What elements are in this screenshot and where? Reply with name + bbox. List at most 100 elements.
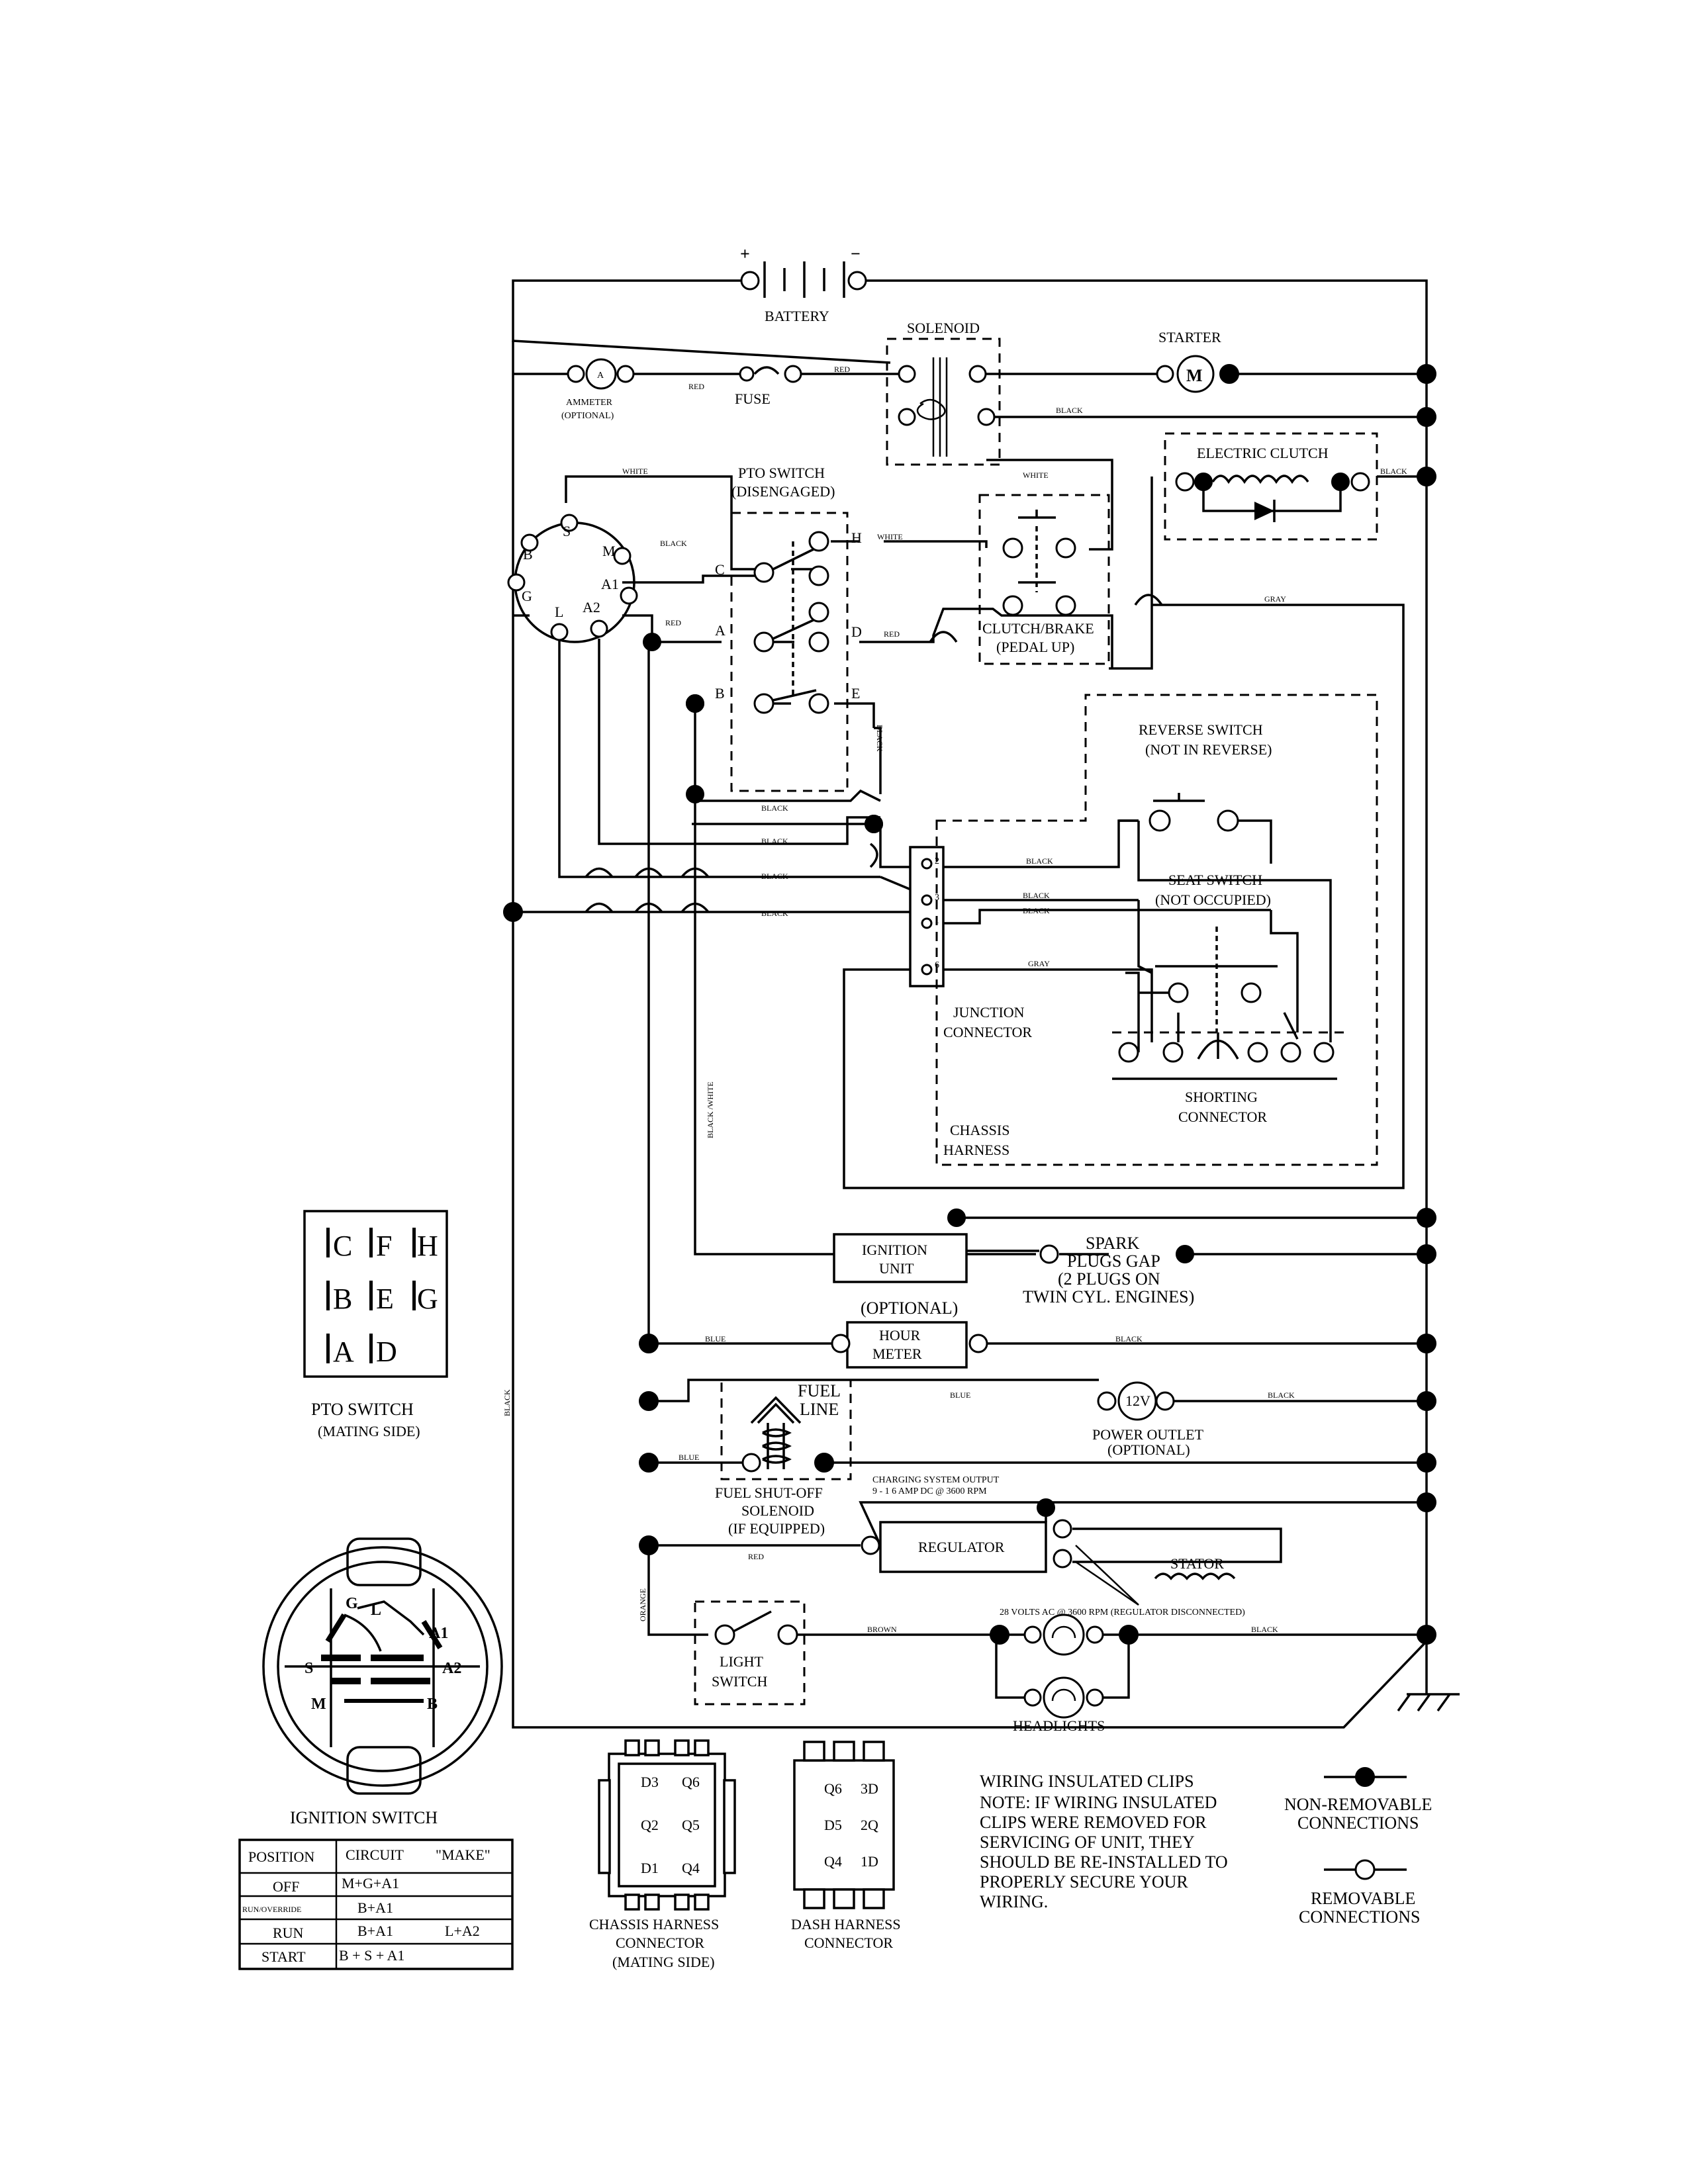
wire-label-black-11: BLACK: [1115, 1334, 1143, 1343]
pto-key-bars: [326, 1228, 416, 1363]
ign-face-b: B: [427, 1696, 438, 1713]
pto-terminal-h: H: [851, 529, 862, 546]
power-outlet-symbol: 12V: [1125, 1392, 1150, 1409]
pto-switch-label: PTO SWITCH: [738, 465, 825, 481]
solenoid: SOLENOID: [886, 320, 1001, 466]
fuel-line-label-2: LINE: [800, 1400, 839, 1419]
clutch-brake-state: (PEDAL UP): [996, 639, 1074, 655]
battery: + − BATTERY: [740, 244, 867, 324]
connection-legend: NON-REMOVABLE CONNECTIONS REMOVABLE CONN…: [1284, 1767, 1432, 1927]
pto-key-c: C: [333, 1230, 352, 1262]
wire-label-red-2: RED: [834, 365, 850, 374]
pto-terminal-c: C: [715, 561, 725, 578]
ignition-switch-circuit: S M B A1 G L A2: [507, 514, 661, 651]
shorting-connector: SHORTING CONNECTOR: [1112, 1032, 1337, 1125]
ign-terminal-l: L: [555, 604, 563, 620]
spark-plugs-label-2: PLUGS GAP: [1067, 1251, 1160, 1271]
legend-non-removable-label-2: CONNECTIONS: [1297, 1813, 1419, 1833]
ign-table-row-start-circuit: B + S + A1: [339, 1947, 404, 1964]
spark-plugs: SPARK PLUGS GAP (2 PLUGS ON TWIN CYL. EN…: [1023, 1234, 1194, 1306]
shorting-connector-label-2: CONNECTOR: [1178, 1109, 1267, 1125]
chassis-harness-connector: D3 Q6 Q2 Q5 D1 Q4 CHASSIS HARNESS CONNEC…: [589, 1739, 736, 1970]
ign-terminal-b: B: [523, 546, 533, 563]
chassis-harness-label-1: CHASSIS: [950, 1122, 1009, 1138]
pto-terminal-e: E: [851, 685, 860, 702]
wire-label-blue-3: BLUE: [679, 1453, 699, 1462]
wire-label-black-4: BLACK: [761, 803, 788, 813]
clutch-brake-label: CLUTCH/BRAKE: [982, 620, 1094, 637]
ignition-switch-face: G L A1 S A2 M B IGNITION SWITCH: [262, 1537, 503, 1827]
dash-pin-1d: 1D: [861, 1853, 878, 1870]
ign-face-s: S: [305, 1660, 313, 1677]
wire-label-gray-2: GRAY: [1028, 959, 1050, 968]
ign-face-l: L: [371, 1602, 381, 1619]
fuse: FUSE: [735, 365, 802, 407]
pto-terminal-b: B: [715, 685, 725, 702]
solenoid-label: SOLENOID: [907, 320, 980, 336]
pto-key-h: H: [417, 1230, 438, 1262]
ignition-switch-table: POSITION CIRCUIT "MAKE" OFF M+G+A1 RUN/O…: [238, 1839, 514, 1970]
wire-label-red-3: RED: [665, 618, 681, 627]
power-outlet: 12V POWER OUTLET (OPTIONAL): [1092, 1381, 1204, 1458]
chassis-pin-q5: Q5: [682, 1817, 700, 1833]
spark-plugs-label-4: TWIN CYL. ENGINES): [1023, 1287, 1194, 1306]
electric-clutch: ELECTRIC CLUTCH: [1164, 432, 1378, 541]
dash-pin-q6: Q6: [824, 1780, 842, 1797]
wire-label-gray-1: GRAY: [1264, 594, 1286, 604]
clips-note-line-5: PROPERLY SECURE YOUR: [980, 1872, 1188, 1891]
headlights-label: HEADLIGHTS: [1013, 1717, 1105, 1734]
ign-table-row-run-circuit: B+A1: [357, 1923, 393, 1939]
ign-table-row-run-position: RUN: [273, 1925, 304, 1941]
ign-face-a2: A2: [442, 1660, 461, 1677]
clips-note-line-1: NOTE: IF WIRING INSULATED: [980, 1793, 1217, 1812]
wire-label-brown: BROWN: [867, 1625, 897, 1634]
clips-note-line-4: SHOULD BE RE-INSTALLED TO: [980, 1852, 1228, 1872]
pto-key-e: E: [376, 1283, 394, 1315]
pto-key-f: F: [376, 1230, 392, 1262]
wire-label-white-3: WHITE: [877, 532, 903, 541]
wire-label-white-1: WHITE: [622, 467, 648, 476]
battery-negative-terminal: [847, 271, 867, 291]
battery-label: BATTERY: [765, 308, 829, 324]
ign-terminal-s: S: [563, 523, 571, 539]
chassis-connector-label-2: CONNECTOR: [616, 1934, 704, 1951]
ign-terminal-a2: A2: [583, 599, 600, 615]
seat-switch-state: (NOT OCCUPIED): [1155, 891, 1271, 908]
ign-face-m: M: [311, 1696, 326, 1713]
starter-motor: STARTER M: [1156, 329, 1239, 393]
wire-label-black-12: BLACK: [1268, 1390, 1295, 1400]
wire-label-black-white: BLACK /WHITE: [706, 1081, 715, 1138]
wire-label-black-2: BLACK: [1380, 467, 1407, 476]
chassis-pin-q2: Q2: [641, 1817, 659, 1833]
chassis-pin-q6: Q6: [682, 1774, 700, 1790]
reverse-switch: REVERSE SWITCH (NOT IN REVERSE): [1139, 721, 1272, 832]
pto-key-a: A: [333, 1336, 354, 1368]
chassis-pin-d3: D3: [641, 1774, 659, 1790]
junction-label-1: JUNCTION: [953, 1004, 1025, 1021]
wire-label-black-vertical: BLACK: [875, 725, 884, 752]
ign-table-header-circuit: CIRCUIT: [346, 1846, 404, 1863]
wire-label-red-1: RED: [688, 382, 704, 391]
wire-label-red-4: RED: [884, 629, 900, 639]
regulator-label: REGULATOR: [918, 1539, 1005, 1555]
ign-table-row-override-position: RUN/OVERRIDE: [242, 1905, 301, 1914]
power-outlet-label: POWER OUTLET: [1092, 1426, 1204, 1443]
fuel-line-label-1: FUEL: [798, 1381, 841, 1400]
ign-table-row-start-position: START: [261, 1948, 306, 1965]
ign-table-row-run-make: L+A2: [445, 1923, 480, 1939]
headlights: HEADLIGHTS: [990, 1614, 1139, 1734]
ign-table-row-off-circuit: M+G+A1: [342, 1875, 399, 1891]
pto-switch-state: (DISENGAGED): [731, 483, 835, 500]
dash-connector-label-2: CONNECTOR: [804, 1934, 893, 1951]
ign-face-g: G: [346, 1595, 358, 1612]
ign-table-row-override-circuit: B+A1: [357, 1899, 393, 1916]
reverse-switch-label: REVERSE SWITCH: [1139, 721, 1263, 738]
fuel-shutoff-label-2: SOLENOID: [741, 1502, 814, 1519]
legend-non-removable-symbol: [1355, 1767, 1375, 1787]
shorting-connector-label-1: SHORTING: [1185, 1089, 1258, 1105]
ammeter: A AMMETER (OPTIONAL): [561, 358, 635, 421]
clips-note-title: WIRING INSULATED CLIPS: [980, 1772, 1194, 1791]
stator-voltage-note: 28 VOLTS AC @ 3600 RPM (REGULATOR DISCON…: [1000, 1608, 1245, 1617]
electric-clutch-label: ELECTRIC CLUTCH: [1197, 445, 1329, 461]
light-switch: LIGHT SWITCH: [694, 1600, 806, 1706]
